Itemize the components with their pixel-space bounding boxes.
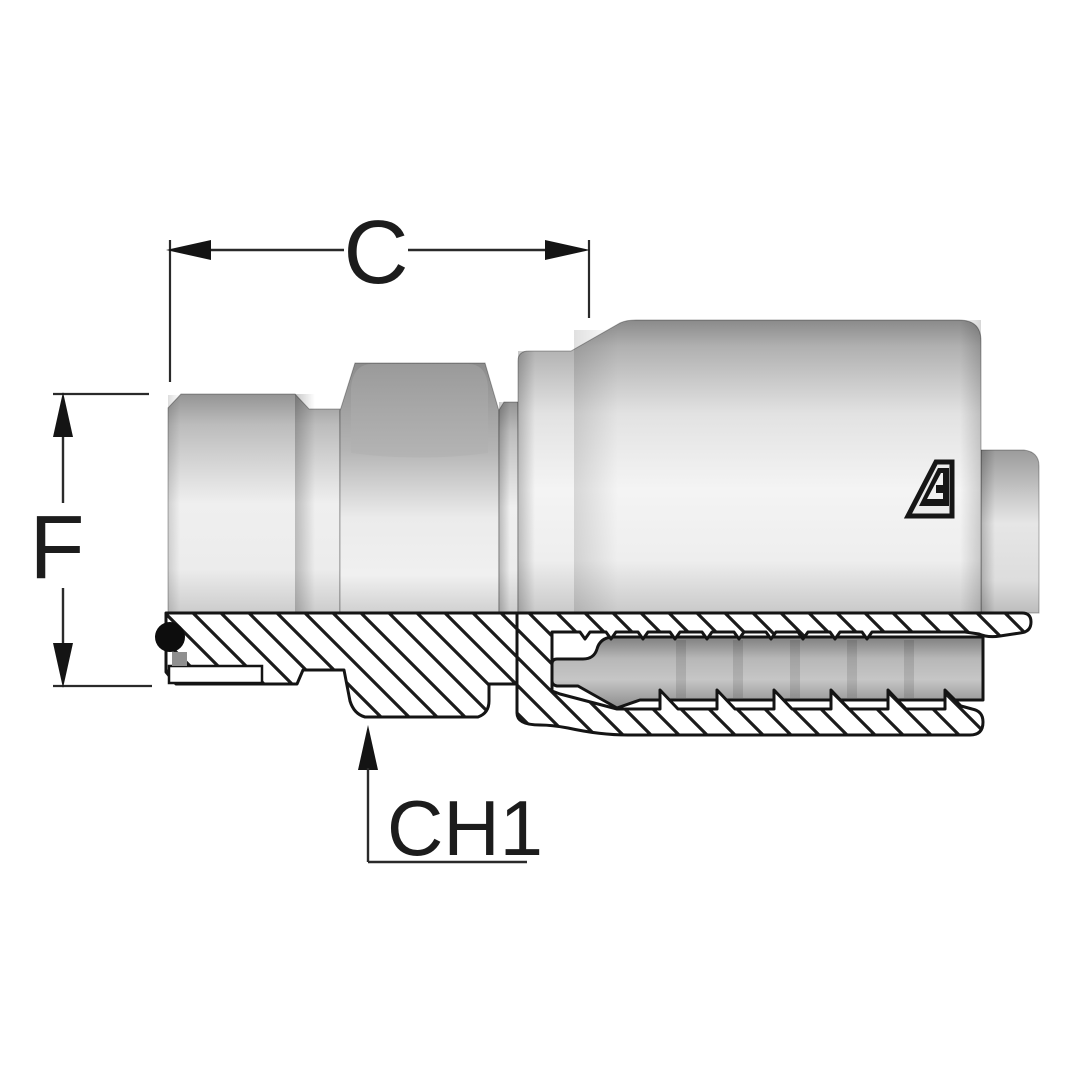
dim-c-arrow-left-icon — [166, 240, 211, 260]
mid-collar-shade — [499, 402, 510, 613]
stem-barb-lines — [676, 640, 914, 698]
thread-step-shade — [295, 394, 315, 613]
section-view — [155, 611, 1033, 737]
ferrule-right-shade — [960, 320, 981, 613]
dim-f-arrow-down-icon — [53, 643, 73, 688]
ferrule-section-hatched — [515, 611, 1033, 737]
bore-slot — [167, 664, 264, 685]
oring-shadow — [172, 652, 187, 666]
ferrule-left-shade — [518, 351, 535, 613]
tail-collar-shade — [981, 450, 995, 613]
dim-c-label: C — [344, 203, 409, 303]
stem-section-hatched — [164, 611, 519, 719]
thread-left-shade — [168, 395, 180, 613]
dimension-ch1-annotation: CH1 — [358, 725, 543, 872]
dimension-f-annotation: F — [30, 392, 152, 688]
tail-collar — [980, 449, 1040, 614]
ferrule-ramp-shade — [574, 330, 618, 613]
ch1-label: CH1 — [387, 784, 543, 872]
ch1-arrow-up-icon — [358, 725, 378, 770]
manufacturer-logo-icon — [903, 459, 955, 519]
hex-front-face — [351, 364, 488, 458]
dim-c-arrow-right-icon — [545, 240, 590, 260]
dim-f-arrow-up-icon — [53, 392, 73, 437]
hose-stem-tail — [550, 635, 985, 710]
fitting-body — [167, 319, 1040, 614]
dimension-c-annotation: C — [166, 203, 591, 382]
oring-seal — [155, 622, 185, 652]
dim-f-label: F — [30, 498, 85, 598]
